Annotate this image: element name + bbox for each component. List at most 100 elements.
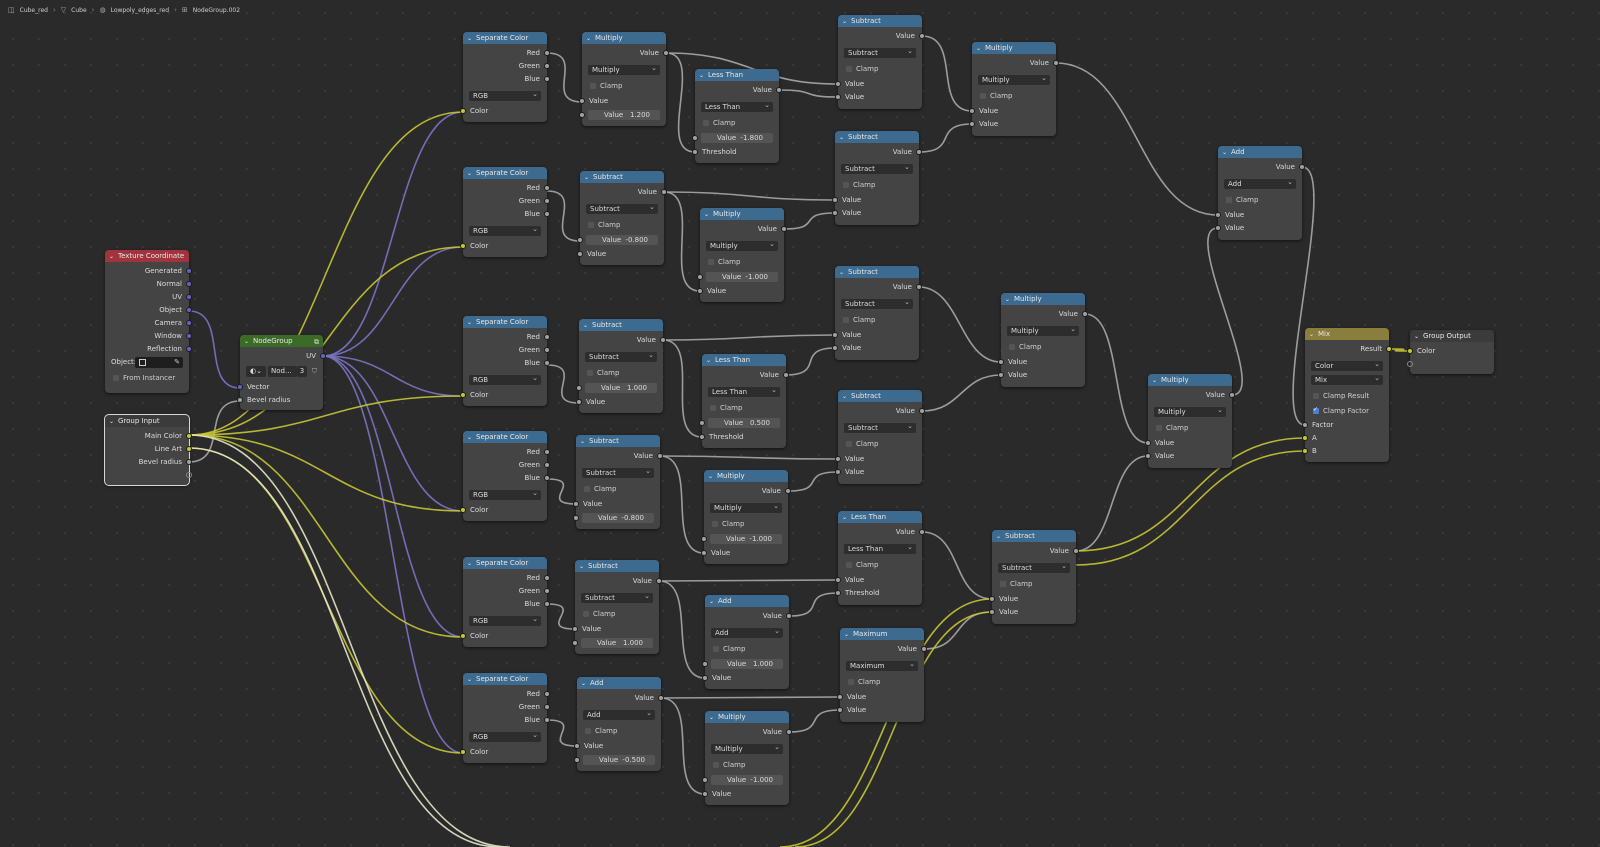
clamp-checkbox[interactable]: Clamp [713, 760, 745, 770]
operation-dropdown[interactable]: Subtract [581, 591, 653, 603]
chevron-down-icon[interactable]: ⌄ [996, 533, 1002, 540]
chevron-down-icon[interactable]: ⌄ [579, 563, 585, 570]
float-socket[interactable] [1053, 60, 1059, 66]
float-socket[interactable] [697, 288, 703, 294]
float-socket[interactable] [544, 198, 550, 204]
float-socket[interactable] [576, 385, 582, 391]
node-separate-color-5[interactable]: ⌄Separate Color Red Green Blue RGB Color [460, 557, 550, 647]
float-socket[interactable] [702, 661, 708, 667]
node-multiply-final[interactable]: ⌄Multiply Value Multiply Clamp Value Val… [1145, 374, 1235, 468]
float-socket[interactable] [835, 81, 841, 87]
float-socket[interactable] [657, 453, 663, 459]
chevron-down-icon[interactable]: ⌄ [704, 211, 710, 218]
node-header[interactable]: ⌄Separate Color [463, 167, 547, 179]
operation-dropdown[interactable]: Subtract [582, 466, 654, 478]
float-socket[interactable] [1082, 311, 1088, 317]
chevron-down-icon[interactable]: ⌄ [109, 418, 115, 425]
link-sep3-m3[interactable] [546, 364, 580, 404]
socket-value-out[interactable]: Value [835, 146, 922, 158]
socket-value-in[interactable]: Value [577, 248, 664, 260]
mode-dropdown[interactable]: RGB [469, 488, 541, 500]
float-socket[interactable] [786, 613, 792, 619]
node-tree-icon[interactable]: ◐⌄ [246, 366, 266, 377]
socket-factor-in[interactable]: Factor [1302, 419, 1389, 431]
socket-red[interactable]: Red [463, 446, 550, 458]
node-subtract-c4-4[interactable]: ⌄Subtract Value Subtract Clamp Value Val… [835, 390, 925, 484]
float-socket[interactable] [544, 185, 550, 191]
chevron-down-icon[interactable]: ⌄ [584, 174, 590, 181]
socket-value-in[interactable]: Value [573, 498, 660, 510]
value-field[interactable]: Value-0.500 [574, 755, 655, 765]
float-socket[interactable] [573, 515, 579, 521]
node-group-input[interactable]: ⌄Group Input Main Color Line Art Bevel r… [104, 414, 192, 486]
chevron-down-icon[interactable]: ⌄ [842, 514, 848, 521]
link-m4-mul4[interactable] [659, 455, 705, 554]
link-mb-mfin[interactable] [1084, 313, 1149, 444]
float-socket[interactable] [1299, 164, 1305, 170]
float-socket[interactable] [969, 108, 975, 114]
link-uv-sep4[interactable] [322, 355, 464, 512]
operation-dropdown[interactable]: Multiply [588, 63, 660, 75]
socket-value-in-1[interactable]: Value [832, 329, 919, 341]
clamp-checkbox[interactable]: Clamp [583, 609, 615, 619]
float-socket[interactable] [835, 456, 841, 462]
chevron-down-icon[interactable]: ⌄ [709, 598, 715, 605]
vector-socket[interactable] [237, 384, 243, 390]
chevron-down-icon[interactable]: ⌄ [1005, 296, 1011, 303]
blend-mode-dropdown[interactable]: Mix [1311, 373, 1383, 385]
socket-value-out[interactable]: Value [704, 485, 791, 497]
float-socket[interactable] [699, 420, 705, 426]
socket-value-in[interactable]: Value [702, 672, 789, 684]
float-socket[interactable] [832, 345, 838, 351]
socket-red[interactable]: Red [463, 572, 550, 584]
socket-value-in[interactable]: Value [835, 574, 922, 586]
socket-value-in-2[interactable]: Value [832, 207, 919, 219]
link-sep6-m6[interactable] [546, 719, 578, 747]
float-socket[interactable] [544, 717, 550, 723]
color-socket[interactable] [186, 446, 192, 452]
link-mul4-s4[interactable] [787, 471, 839, 492]
chevron-down-icon[interactable]: ⌄ [699, 72, 705, 79]
clamp-checkbox[interactable]: Clamp [584, 484, 616, 494]
socket-uv-out[interactable]: UV [240, 350, 326, 362]
float-socket[interactable] [1145, 440, 1151, 446]
float-socket[interactable] [572, 640, 578, 646]
link-mul2-s2[interactable] [783, 212, 836, 230]
socket-value-out[interactable]: Value [972, 57, 1059, 69]
operation-dropdown[interactable]: Add [583, 708, 655, 720]
operation-dropdown[interactable]: Subtract [841, 297, 913, 309]
vector-socket[interactable] [186, 268, 192, 274]
float-socket[interactable] [237, 397, 243, 403]
operation-dropdown[interactable]: Add [1224, 177, 1296, 189]
float-socket[interactable] [692, 149, 698, 155]
chevron-down-icon[interactable]: ⌄ [706, 357, 712, 364]
float-socket[interactable] [1229, 392, 1235, 398]
chevron-down-icon[interactable]: ⌄ [1222, 149, 1228, 156]
socket-value-in-1[interactable]: Value [835, 78, 922, 90]
socket-value-out[interactable]: Value [1148, 389, 1235, 401]
node-subtract-c4-2[interactable]: ⌄Subtract Value Subtract Clamp Value Val… [832, 131, 922, 225]
node-subtract-c4-1[interactable]: ⌄Subtract Value Subtract Clamp Value Val… [835, 15, 925, 109]
socket-line-art[interactable]: Line Art [105, 443, 192, 455]
node-header[interactable]: ⌄Less Than [838, 511, 922, 523]
float-socket[interactable] [835, 469, 841, 475]
link-main-color-down[interactable] [188, 434, 511, 847]
node-header[interactable]: ⌄Multiply [704, 470, 788, 482]
socket-value-out[interactable]: Value [695, 84, 782, 96]
socket-bevel-radius[interactable]: Bevel radius [105, 456, 192, 468]
node-header[interactable]: ⌄Separate Color [463, 431, 547, 443]
float-socket[interactable] [576, 399, 582, 405]
node-group-output[interactable]: ⌄Group Output Color [1407, 330, 1494, 374]
socket-value-in-2[interactable]: Value [1215, 222, 1302, 234]
operation-dropdown[interactable]: Maximum [846, 659, 918, 671]
float-socket[interactable] [544, 347, 550, 353]
color-socket[interactable] [460, 108, 466, 114]
link-uv-sep6[interactable] [322, 355, 464, 754]
float-socket[interactable] [544, 462, 550, 468]
node-header[interactable]: ⌄Subtract [835, 266, 919, 278]
socket-value-in-1[interactable]: Value [989, 593, 1076, 605]
socket-empty[interactable] [105, 469, 192, 481]
socket-value-in[interactable]: Value [702, 788, 789, 800]
